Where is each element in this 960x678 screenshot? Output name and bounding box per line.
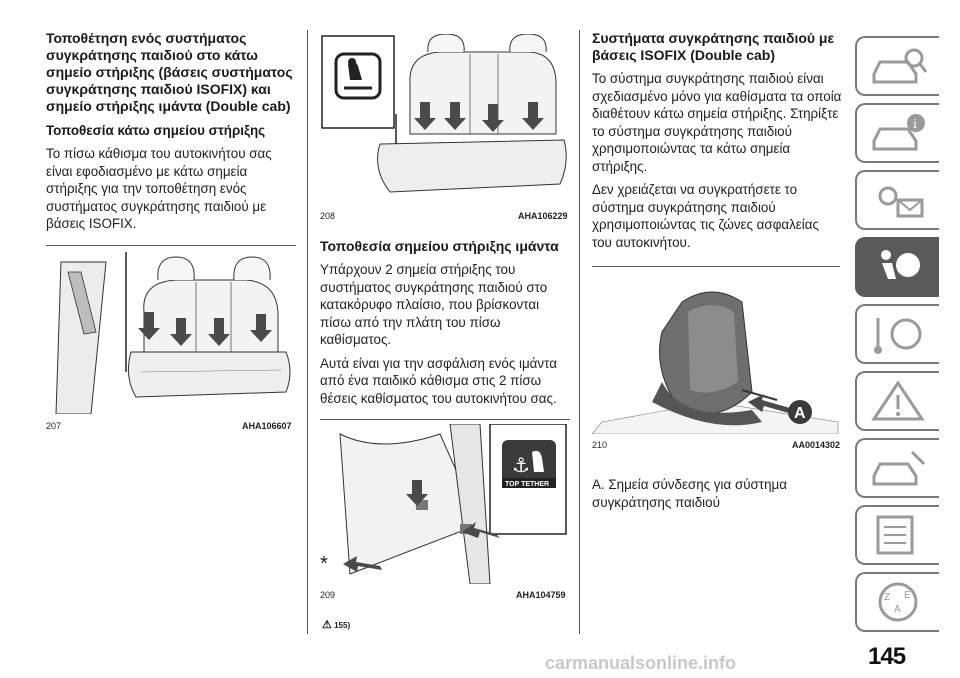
- tab-dashboard[interactable]: i: [855, 103, 939, 163]
- watermark: carmanualsonline.info: [545, 653, 737, 673]
- svg-text:E: E: [904, 590, 911, 601]
- figure-number: 208: [320, 211, 336, 221]
- tab-index[interactable]: Z E A: [855, 572, 939, 632]
- svg-text:⚓: ⚓: [512, 453, 530, 477]
- airbag-seat-icon: [881, 250, 920, 279]
- note-reference: ⚠ 155): [322, 618, 350, 631]
- light-envelope-icon: [878, 186, 924, 218]
- figure-208-isofix-anchors: [320, 34, 570, 202]
- subheading-lower-anchor: Τοποθεσία κάτω σημείου στήριξης: [46, 123, 266, 138]
- car-magnifier-icon: [872, 48, 928, 84]
- tab-servicing[interactable]: [855, 438, 939, 498]
- caption-a: A. Σημεία σύνδεσης για σύστημα συγκράτησ…: [592, 477, 787, 510]
- star-marker: *: [320, 553, 328, 575]
- paragraph-tether-2: Αυτά είναι για την ασφάλιση ενός ιμάντα …: [320, 355, 557, 406]
- tab-lights-messages[interactable]: [855, 170, 939, 230]
- figure-code: AHA106607: [242, 421, 292, 431]
- spec-list-icon: [876, 515, 914, 555]
- top-tether-label: TOP TETHER: [505, 481, 549, 488]
- figure-207-rear-seat-anchors: [46, 252, 296, 414]
- paragraph-tether-1: Υπάρχουν 2 σημεία στήριξης του συστήματο…: [320, 262, 548, 347]
- svg-text:A: A: [894, 604, 901, 615]
- warning-triangle-icon: [871, 380, 925, 421]
- figure-209-top-tether: ⚓ TOP TETHER *: [320, 424, 570, 584]
- figure-210-child-seat: A: [592, 272, 840, 434]
- car-wrench-icon: [872, 450, 926, 486]
- tab-starting-driving[interactable]: [855, 304, 939, 364]
- figure-number: 207: [46, 421, 62, 431]
- figure-number: 210: [592, 440, 608, 450]
- tab-getting-to-know[interactable]: [855, 36, 939, 96]
- marker-a: A: [794, 405, 806, 422]
- column-left: Τοποθέτηση ενός συστήματος συγκράτησης π…: [46, 30, 296, 233]
- paragraph-isofix-2: Δεν χρειάζεται να συγκρατήσετε το σύστημ…: [592, 182, 819, 250]
- column-right: Συστήματα συγκράτησης παιδιού με βάσεις …: [592, 30, 842, 251]
- figure-number: 209: [320, 590, 336, 600]
- car-info-icon: i: [872, 114, 925, 151]
- column-divider: [579, 30, 580, 634]
- figure-code: AHA106229: [518, 211, 568, 221]
- column-divider: [307, 30, 308, 634]
- section-heading-isofix: Συστήματα συγκράτησης παιδιού με βάσεις …: [592, 30, 835, 63]
- steering-key-icon: [874, 318, 922, 354]
- paragraph-isofix-1: Το σύστημα συγκράτησης παιδιού είναι σχε…: [592, 71, 842, 174]
- warning-triangle-icon: ⚠: [322, 619, 332, 631]
- divider: [592, 266, 840, 267]
- alphabet-index-icon: Z E A: [878, 582, 918, 622]
- figure-code: AA0014302: [792, 440, 841, 450]
- column-middle: Τοποθεσία σημείου στήριξης ιμάντα Υπάρχο…: [320, 238, 570, 407]
- tab-technical-data[interactable]: [855, 505, 939, 565]
- paragraph-lower-anchor: Το πίσω κάθισμα του αυτοκινήτου σας είνα…: [46, 146, 272, 231]
- svg-text:i: i: [913, 117, 917, 131]
- svg-text:Z: Z: [884, 592, 890, 603]
- page-number: 145: [868, 643, 906, 670]
- note-ref-label: 155): [334, 621, 351, 630]
- section-heading-isofix-tether: Τοποθέτηση ενός συστήματος συγκράτησης π…: [46, 30, 293, 114]
- subheading-tether-anchor: Τοποθεσία σημείου στήριξης ιμάντα: [320, 238, 559, 254]
- divider: [46, 245, 296, 246]
- divider: [320, 419, 570, 420]
- tab-safety[interactable]: [855, 237, 939, 297]
- tab-emergency[interactable]: [855, 371, 939, 431]
- figure-code: AHA104759: [516, 590, 566, 600]
